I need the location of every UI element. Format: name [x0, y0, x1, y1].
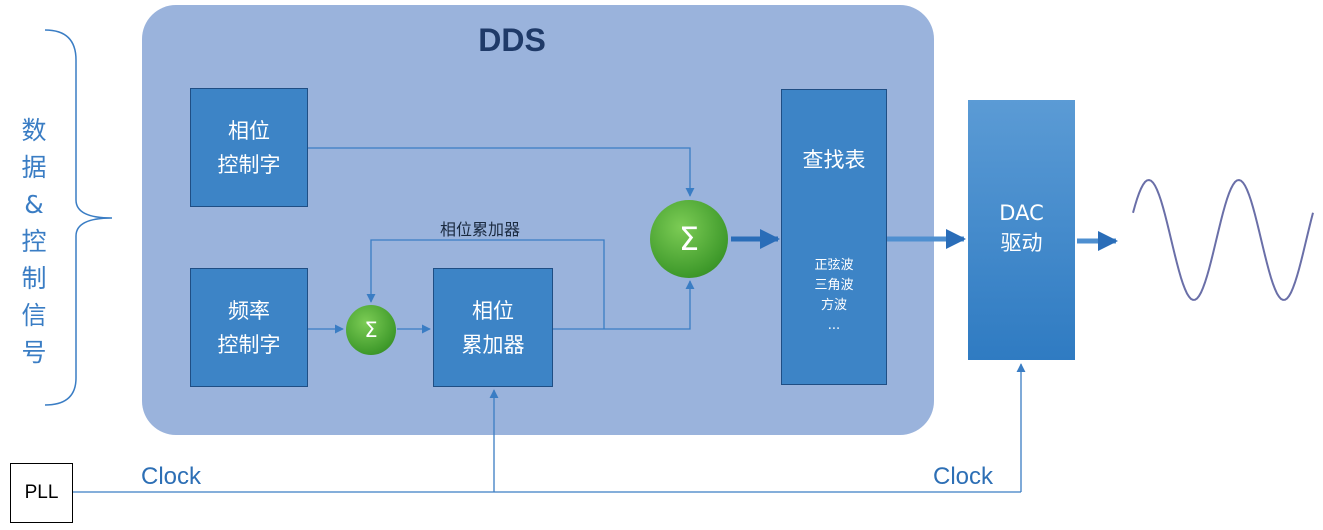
lut-item: ...: [827, 318, 841, 333]
lookup-table-items: 正弦波 三角波 方波 ...: [782, 256, 886, 336]
side-label-char: &: [24, 190, 44, 219]
phase-acc-line2: 累加器: [461, 332, 525, 357]
freq-control-line2: 控制字: [217, 332, 281, 357]
phase-control-word-block: 相位 控制字: [190, 88, 308, 207]
side-label-char: 控: [21, 227, 47, 256]
wire-acc-to-adder: [553, 280, 695, 330]
wire-feedback: [366, 239, 605, 329]
lookup-table-block: 查找表 正弦波 三角波 方波 ...: [781, 89, 887, 385]
wire-phase-to-adder: [308, 147, 695, 197]
phase-control-line1: 相位: [228, 118, 270, 143]
side-label-char: 制: [21, 264, 47, 293]
pll-block: PLL: [10, 463, 73, 523]
lut-item: 正弦波: [814, 258, 854, 273]
large-adder-sigma-icon: Σ: [650, 200, 728, 278]
dac-line1: DAC: [999, 201, 1044, 225]
accumulator-caption: 相位累加器: [440, 220, 521, 239]
dac-driver-block: DAC 驱动: [968, 100, 1075, 360]
lut-item: 方波: [820, 298, 847, 313]
small-adder-sigma-icon: Σ: [346, 305, 396, 355]
frequency-control-word-block: 频率 控制字: [190, 268, 308, 387]
sine-wave-output: [1132, 178, 1314, 301]
side-label-char: 数: [21, 116, 47, 145]
dac-line2: 驱动: [1000, 231, 1043, 255]
side-brace: [44, 29, 113, 406]
dds-title: DDS: [478, 22, 546, 58]
freq-control-line1: 频率: [228, 298, 270, 323]
side-label-data-control-signal: 数据 & 控制信号: [14, 112, 54, 371]
lookup-table-title: 查找表: [802, 148, 866, 172]
clock-label-right: Clock: [933, 463, 994, 490]
dac-label: DAC 驱动: [968, 198, 1075, 258]
side-label-char: 号: [21, 338, 47, 367]
clock-label-left: Clock: [141, 463, 202, 490]
phase-accumulator-block: 相位 累加器: [433, 268, 553, 387]
side-label-char: 信: [21, 301, 47, 330]
side-label-char: 据: [21, 153, 47, 182]
phase-control-line2: 控制字: [217, 152, 281, 177]
phase-acc-line1: 相位: [472, 298, 514, 323]
lut-item: 三角波: [814, 278, 854, 293]
